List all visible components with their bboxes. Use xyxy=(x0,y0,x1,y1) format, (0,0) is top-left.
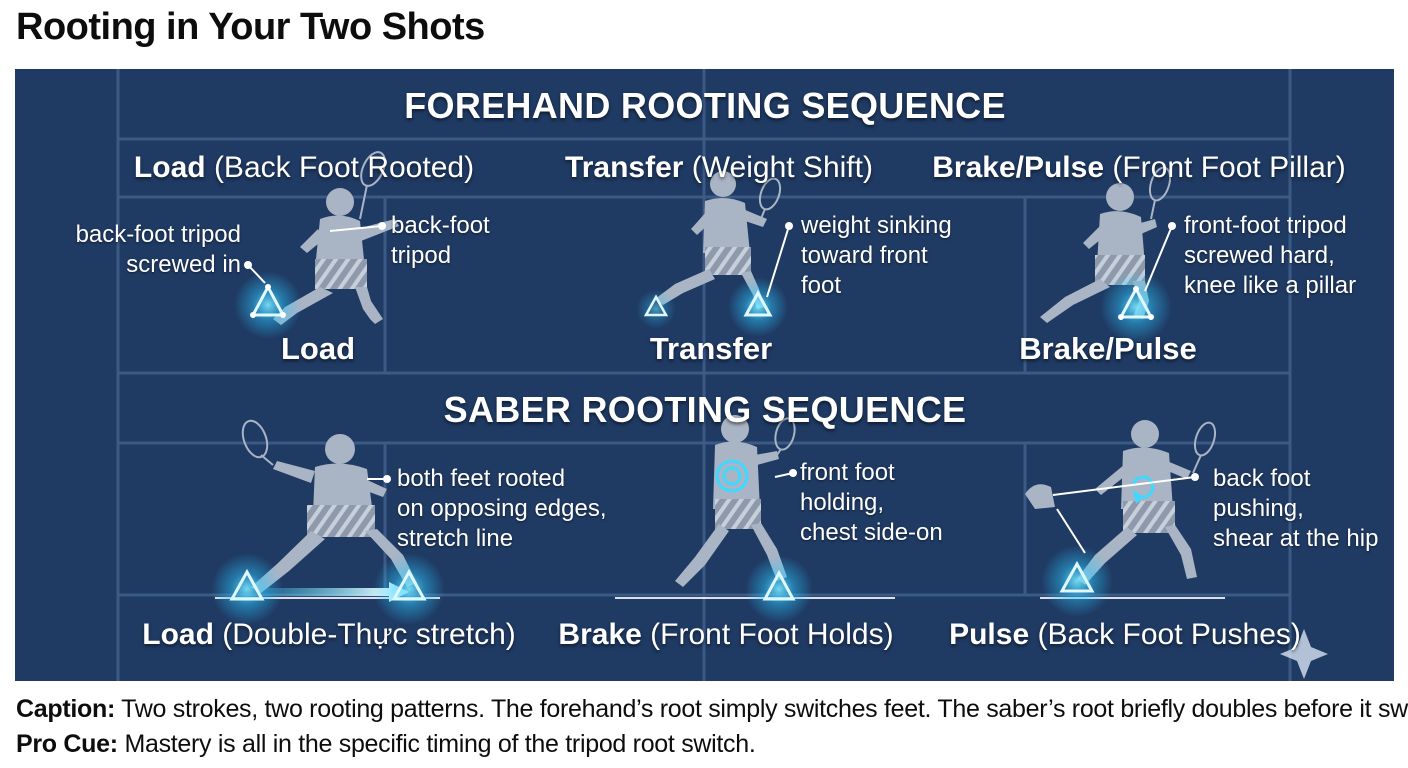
saber-heading: SABER ROOTING SEQUENCE xyxy=(443,389,967,430)
note-back-foot-screwed: back-foot tripod screwed in xyxy=(75,221,241,278)
note-weight-sinking: weight sinking toward front foot xyxy=(801,212,952,299)
tag-brake-pulse: Brake/Pulse xyxy=(1019,331,1197,366)
player-silhouette-saber-brake xyxy=(675,415,787,587)
note-front-foot-holding: front foot holding, chest side-on xyxy=(800,459,943,546)
note-back-foot-pushing: back foot pushing, shear at the hip xyxy=(1213,465,1379,552)
caption-line: Caption: Two strokes, two rooting patter… xyxy=(16,695,1408,723)
pro-cue-line: Pro Cue: Mastery is all in the specific … xyxy=(16,730,756,758)
note-both-feet-rooted: both feet rooted on opposing edges, stre… xyxy=(397,465,607,552)
tag-transfer: Transfer xyxy=(649,331,773,366)
tripod-triangle-icon xyxy=(636,289,676,329)
tripod-triangle-icon xyxy=(745,555,813,623)
leader-lines xyxy=(247,225,1173,298)
page-title: Rooting in Your Two Shots xyxy=(16,6,485,48)
forehand-phase-transfer: Transfer (Weight Shift) xyxy=(565,151,873,184)
note-back-foot-tripod: back-foot tripod xyxy=(391,212,490,269)
tripod-triangle-icon xyxy=(1100,271,1172,343)
forehand-heading: FOREHAND ROOTING SEQUENCE xyxy=(404,85,1006,126)
racket-icon xyxy=(359,151,386,220)
forehand-phase-load: Load (Back Foot Rooted) xyxy=(133,151,475,184)
saber-phase-brake: Brake (Front Foot Holds) xyxy=(558,618,894,651)
diagram-panel: FOREHAND ROOTING SEQUENCE SABER ROOTING … xyxy=(15,69,1394,681)
tripod-triangle-icon xyxy=(1041,545,1113,617)
helmet-icon xyxy=(1025,484,1055,509)
court-background xyxy=(116,69,1328,681)
rotation-circle-icon xyxy=(715,459,749,493)
saber-phase-pulse: Pulse (Back Foot Pushes) xyxy=(949,618,1301,651)
tripod-triangle-icon xyxy=(234,271,302,339)
saber-phase-load: Load (Double-Thực stretch) xyxy=(142,618,516,651)
tag-load: Load xyxy=(280,331,356,366)
tripod-triangle-icon xyxy=(728,277,788,337)
stretch-line xyxy=(261,588,389,596)
tripod-triangle-icon xyxy=(373,553,445,625)
note-front-foot-tripod: front-foot tripod screwed hard, knee lik… xyxy=(1184,212,1357,299)
sparkle-icon xyxy=(1280,629,1328,679)
forehand-phase-brake: Brake/Pulse (Front Foot Pillar) xyxy=(932,151,1346,184)
tripod-triangle-icon xyxy=(211,553,283,625)
